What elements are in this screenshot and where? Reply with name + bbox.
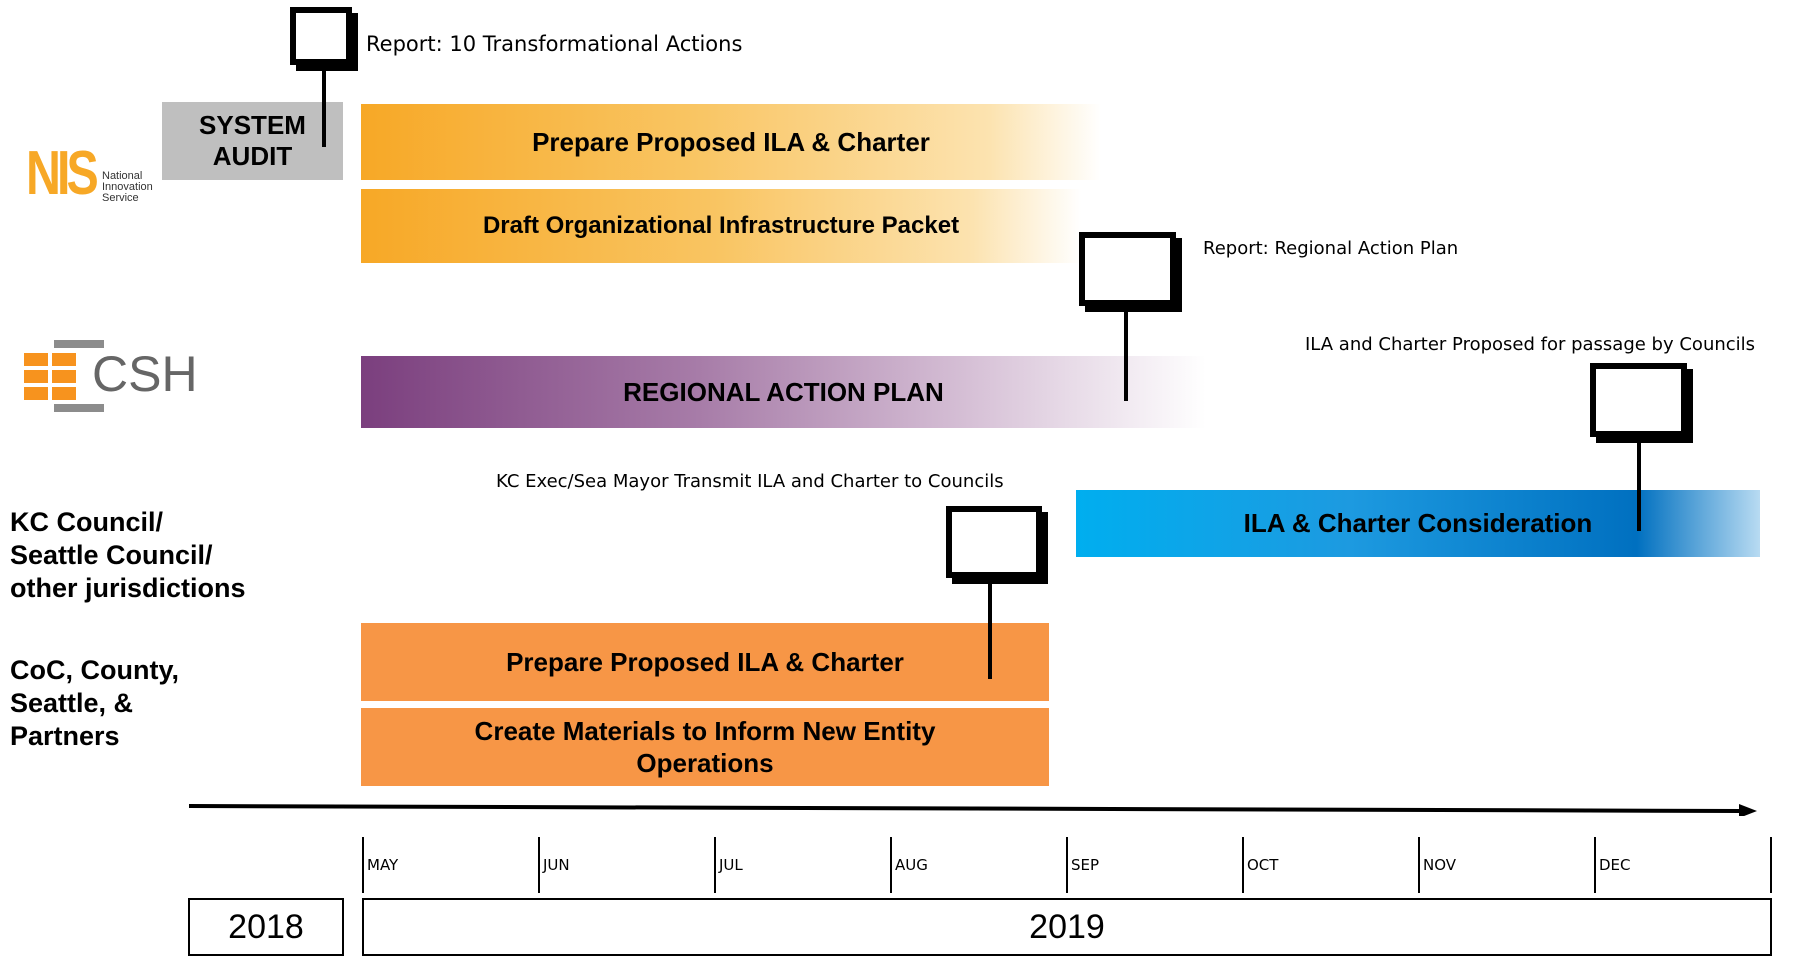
- regional-action-plan-bar: REGIONAL ACTION PLAN: [361, 356, 1206, 428]
- row-label-partners-line1: CoC, County,: [10, 655, 179, 685]
- row-label-partners: CoC, County, Seattle, & Partners: [10, 654, 179, 753]
- regional-action-plan-label: REGIONAL ACTION PLAN: [623, 376, 944, 407]
- month-label-dec: DEC: [1599, 856, 1631, 874]
- year-box-2019: 2019: [362, 898, 1772, 956]
- month-label-oct: OCT: [1247, 856, 1279, 874]
- nis-logo-line2: Innovation: [102, 181, 153, 193]
- month-label-jun: JUN: [543, 856, 570, 874]
- row-label-councils: KC Council/ Seattle Council/ other juris…: [10, 506, 246, 605]
- month-tick-aug: [890, 837, 892, 893]
- month-label-jul: JUL: [719, 856, 743, 874]
- milestone-flag-passage: [1590, 363, 1687, 437]
- month-tick-end: [1770, 837, 1772, 893]
- create-materials-bar: Create Materials to Inform New Entity Op…: [361, 708, 1049, 786]
- milestone-pole-passage: [1637, 443, 1641, 531]
- partners-prepare-ila-label: Prepare Proposed ILA & Charter: [506, 646, 904, 677]
- system-audit-line1: SYSTEM: [199, 110, 306, 140]
- csh-logo-mark: [24, 340, 104, 412]
- nis-prepare-ila-bar: Prepare Proposed ILA & Charter: [361, 104, 1101, 180]
- year-label-2019: 2019: [1029, 907, 1105, 946]
- nis-logo-text: National Innovation Service: [102, 171, 153, 204]
- row-label-councils-line1: KC Council/: [10, 507, 163, 537]
- nis-prepare-ila-label: Prepare Proposed ILA & Charter: [532, 126, 930, 157]
- milestone-flag-report-10: [290, 7, 352, 65]
- month-label-aug: AUG: [895, 856, 928, 874]
- row-label-councils-line3: other jurisdictions: [10, 573, 246, 603]
- csh-logo: CSH: [24, 340, 204, 412]
- row-label-partners-line3: Partners: [10, 721, 120, 751]
- nis-logo-mark: NIS: [26, 139, 99, 208]
- nis-logo-line1: National: [102, 170, 143, 182]
- nis-logo-line3: Service: [102, 192, 139, 204]
- milestone-pole-transmit: [988, 584, 992, 679]
- nis-draft-packet-bar: Draft Organizational Infrastructure Pack…: [361, 189, 1081, 263]
- milestone-label-report-10: Report: 10 Transformational Actions: [366, 32, 743, 56]
- nis-logo: NIS National Innovation Service: [26, 140, 176, 210]
- row-label-partners-line2: Seattle, &: [10, 688, 134, 718]
- row-label-councils-line2: Seattle Council/: [10, 540, 213, 570]
- month-tick-jul: [714, 837, 716, 893]
- milestone-label-report-regional: Report: Regional Action Plan: [1203, 238, 1459, 259]
- milestone-flag-transmit: [946, 506, 1042, 578]
- month-tick-oct: [1242, 837, 1244, 893]
- year-box-2018: 2018: [188, 898, 344, 956]
- system-audit-bar: SYSTEM AUDIT: [162, 102, 343, 180]
- milestone-label-transmit: KC Exec/Sea Mayor Transmit ILA and Chart…: [496, 471, 1004, 492]
- month-tick-dec: [1594, 837, 1596, 893]
- ila-charter-consideration-label: ILA & Charter Consideration: [1243, 508, 1593, 539]
- month-label-sep: SEP: [1071, 856, 1100, 874]
- create-materials-label: Create Materials to Inform New Entity Op…: [474, 715, 936, 779]
- milestone-label-passage: ILA and Charter Proposed for passage by …: [1305, 334, 1756, 355]
- csh-logo-text: CSH: [92, 346, 198, 402]
- ila-charter-consideration-bar: ILA & Charter Consideration: [1076, 490, 1760, 557]
- timeline-arrow: [188, 804, 1757, 816]
- month-tick-sep: [1066, 837, 1068, 893]
- milestone-pole-report-10: [322, 65, 326, 147]
- year-label-2018: 2018: [228, 907, 304, 946]
- month-tick-nov: [1418, 837, 1420, 893]
- month-tick-may: [362, 837, 364, 893]
- nis-draft-packet-label: Draft Organizational Infrastructure Pack…: [482, 212, 960, 239]
- month-label-nov: NOV: [1423, 856, 1457, 874]
- month-tick-jun: [538, 837, 540, 893]
- system-audit-line2: AUDIT: [212, 141, 293, 171]
- milestone-pole-report-regional: [1124, 312, 1128, 401]
- partners-prepare-ila-bar: Prepare Proposed ILA & Charter: [361, 623, 1049, 701]
- milestone-flag-report-regional: [1079, 232, 1176, 306]
- month-label-may: MAY: [367, 856, 399, 874]
